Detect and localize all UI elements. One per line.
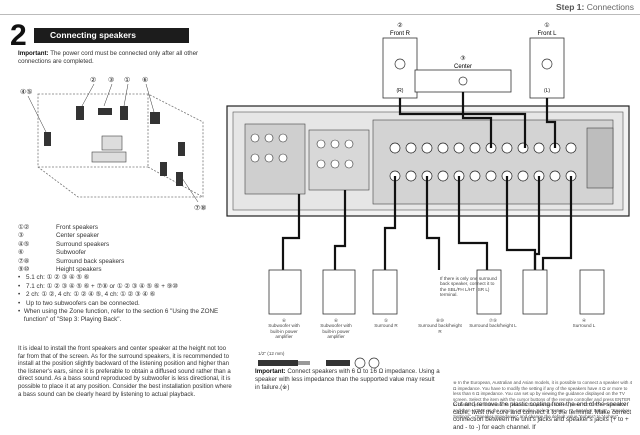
legend-num: ③ — [18, 232, 24, 240]
cable-strip-illustration — [258, 357, 380, 369]
placement-paragraph: It is ideal to install the front speaker… — [18, 345, 232, 398]
legend-bullet: •5.1 ch: ① ② ③ ④ ⑤ ⑥ — [18, 274, 90, 282]
front-l-num: ① — [544, 22, 549, 29]
legend-bullet: •When using the Zone function, refer to … — [18, 308, 238, 325]
front-r-speaker: ② Front R (R) — [382, 22, 418, 99]
impedance-footnote: ※ In the European, Australian and Asian … — [453, 380, 633, 419]
speaker-legend: ①② Front speakers ③ Center speaker ④⑤ Surro… — [18, 224, 238, 325]
bullet-text: Up to two subwoofers can be connected. — [26, 299, 140, 307]
surr-l-caption: ④ Surround L — [564, 318, 604, 329]
sb-l-caption: ⑦⑨ Surround back/height L — [468, 318, 518, 329]
legend-row: ③ Center speaker — [18, 232, 238, 240]
sub1-caption: ⑥ Subwoofer with built-in power amplifie… — [264, 318, 304, 340]
surr-l-num: ④ — [581, 318, 587, 323]
svg-text:(L): (L) — [544, 88, 550, 94]
center-label: Center — [454, 64, 472, 70]
svg-text:(R): (R) — [397, 88, 404, 94]
legend-num: ④⑤ — [18, 240, 30, 248]
legend-num: ①② — [18, 224, 30, 231]
center-speaker: ③ Center — [414, 55, 512, 93]
front-r-num: ② — [397, 22, 402, 29]
section-title: Connecting speakers — [50, 30, 136, 40]
legend-num: ⑨⑩ — [18, 266, 30, 274]
sb-l-num: ⑦⑨ — [488, 318, 498, 323]
legend-text: Surround back speakers — [56, 257, 125, 265]
important-text: The power cord must be connected only af… — [18, 50, 199, 65]
sb-r-caption: ⑧⑩ Surround back/height R — [418, 318, 462, 334]
sub2-label: Subwoofer with built-in power amplifier — [320, 323, 352, 340]
surr-r-caption: ⑤ Surround R — [366, 318, 406, 329]
legend-num: ⑦⑧ — [18, 257, 30, 265]
sub1-label: Subwoofer with built-in power amplifier — [268, 323, 300, 340]
bullet-text: 5.1 ch: ① ② ③ ④ ⑤ ⑥ — [26, 274, 90, 282]
room-callout-center: ③ — [108, 76, 114, 84]
legend-bullet: •Up to two subwoofers can be connected. — [18, 299, 140, 307]
room-callout-front-l: ① — [124, 76, 130, 84]
legend-text: Subwoofer — [56, 249, 87, 257]
bottom-speakers — [268, 269, 605, 315]
sub2-caption: ⑥ Subwoofer with built-in power amplifie… — [316, 318, 356, 340]
sub1-num: ⑥ — [281, 318, 287, 323]
room-callout-front: ② — [90, 76, 96, 84]
speaker-room-diagram: ② ③ ⑥ ① ⑦⑧ ④⑤ — [20, 76, 207, 212]
section-number: 2 — [10, 19, 27, 52]
wiring-diagram: ② Front R (R) ③ Center ① Front L (L) — [226, 22, 630, 315]
legend-text: Center speaker — [56, 232, 100, 240]
legend-row: ④⑤ Surround speakers — [18, 241, 238, 249]
step-header: Step 1: Connections — [556, 2, 634, 12]
legend-num: ⑥ — [18, 249, 24, 257]
sb-r-label: Surround back/height R — [418, 323, 462, 334]
legend-row: ⑦⑧ Surround back speakers — [18, 258, 238, 266]
room-callout-back: ⑦⑧ — [194, 204, 207, 212]
sub2-num: ⑥ — [333, 318, 339, 323]
sb-r-num: ⑧⑩ — [435, 318, 445, 323]
section-title-bar — [34, 28, 189, 43]
important-bottom-text: Connect speakers with 6 Ω to 16 Ω impeda… — [255, 368, 440, 391]
legend-row: ⑨⑩ Height speakers — [18, 266, 238, 274]
front-l-speaker: ① Front L (L) — [529, 22, 565, 99]
room-callout-sub: ⑥ — [142, 76, 148, 84]
bullet-text: 7.1 ch: ① ② ③ ④ ⑤ ⑥ + ⑦⑧ or ① ② ③ ④ ⑤ ⑥ … — [26, 282, 178, 290]
bullet-text: When using the Zone function, refer to t… — [23, 308, 219, 324]
important-bottom-label: Important: — [255, 368, 286, 375]
front-r-label: Front R — [390, 31, 411, 37]
center-num: ③ — [460, 55, 465, 62]
surr-l-label: Surround L — [572, 323, 596, 329]
legend-text: Front speakers — [56, 224, 98, 231]
bullet-text: 2 ch: ① ②, 4 ch: ① ② ④ ⑤, 4 ch: ① ② ③ ④ … — [26, 291, 156, 299]
legend-row: ①② Front speakers — [18, 224, 238, 232]
legend-text: Height speakers — [56, 266, 102, 274]
important-note-bottom: Important: Connect speakers with 6 Ω to … — [255, 368, 440, 391]
header-divider — [0, 14, 640, 15]
step-label: Step 1: — [556, 2, 585, 12]
sb-l-label: Surround back/height L — [469, 323, 517, 329]
surr-r-num: ⑤ — [383, 318, 389, 323]
cable-length-label: 1/2" (12 mm) — [258, 351, 285, 356]
surround-back-note: If there is only one surround back speak… — [440, 276, 497, 298]
legend-bullet: •7.1 ch: ① ② ③ ④ ⑤ ⑥ + ⑦⑧ or ① ② ③ ④ ⑤ ⑥… — [18, 282, 178, 290]
important-note-top: Important: The power cord must be connec… — [18, 50, 228, 66]
surr-r-label: Surround R — [374, 323, 398, 329]
room-callout-surround: ④⑤ — [20, 88, 33, 96]
legend-text: Surround speakers — [56, 240, 110, 248]
speaker-cables — [281, 92, 573, 270]
legend-bullet: •2 ch: ① ②, 4 ch: ① ② ④ ⑤, 4 ch: ① ② ③ ④… — [18, 291, 156, 299]
important-label: Important: — [18, 50, 49, 57]
front-l-label: Front L — [537, 31, 557, 37]
step-title: Connections — [586, 2, 634, 12]
cut-instructions: Cut and remove the plastic coating from … — [453, 401, 632, 432]
legend-row: ⑥ Subwoofer — [18, 249, 238, 257]
